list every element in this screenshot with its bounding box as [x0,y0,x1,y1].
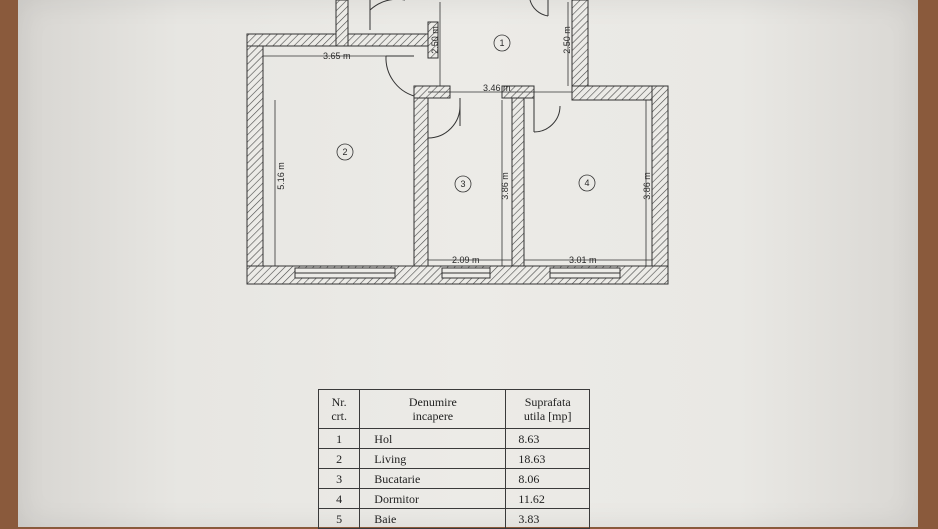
room-number-1: 1 [499,38,504,48]
row-nr: 3 [317,468,361,489]
table-row: 3 Bucatarie 8.06 [317,468,590,489]
row-name: Hol [359,428,507,449]
row-name: Living [359,448,507,469]
room-number-2: 2 [342,147,347,157]
header-area: Suprafata utila [mp] [505,389,590,429]
room-areas-table: Nr. crt. Denumire incapere Suprafata uti… [317,389,590,529]
row-area: 8.63 [505,428,590,449]
table-row: 4 Dormitor 11.62 [317,488,590,509]
windows [294,267,621,279]
dim-hall-width: 3.46 m [483,83,511,93]
room-markers [336,34,596,193]
dim-living-height: 5.16 m [276,162,286,190]
dim-kitchen-width: 2.09 m [452,255,480,265]
row-area: 8.06 [505,468,590,489]
row-nr: 1 [317,428,361,449]
header-name: Denumire incapere [359,389,507,429]
row-name: Dormitor [359,488,507,509]
walls [246,0,669,285]
row-area: 3.83 [505,508,590,529]
table-row: 1 Hol 8.63 [317,428,590,449]
row-name: Bucatarie [359,468,507,489]
table-row: 5 Baie 3.83 [317,508,590,529]
row-nr: 2 [317,448,361,469]
dimension-lines [263,2,652,266]
row-name: Baie [359,508,507,529]
dim-hall-height: 2.50 m [430,26,440,54]
room-number-4: 4 [584,178,589,188]
row-nr: 5 [317,508,361,529]
table-row: 2 Living 18.63 [317,448,590,469]
row-nr: 4 [317,488,361,509]
dim-bedroom-width: 3.01 m [569,255,597,265]
room-number-3: 3 [460,179,465,189]
row-area: 18.63 [505,448,590,469]
header-nr: Nr. crt. [317,389,361,429]
door-swings [369,0,561,139]
dim-bedroom-height: 3.86 m [642,172,652,200]
table-header-row: Nr. crt. Denumire incapere Suprafata uti… [317,389,590,429]
row-area: 11.62 [505,488,590,509]
dim-kitchen-height: 3.86 m [500,172,510,200]
dim-living-width: 3.65 m [323,51,351,61]
dim-hall-height-right: 2.50 m [562,26,572,54]
